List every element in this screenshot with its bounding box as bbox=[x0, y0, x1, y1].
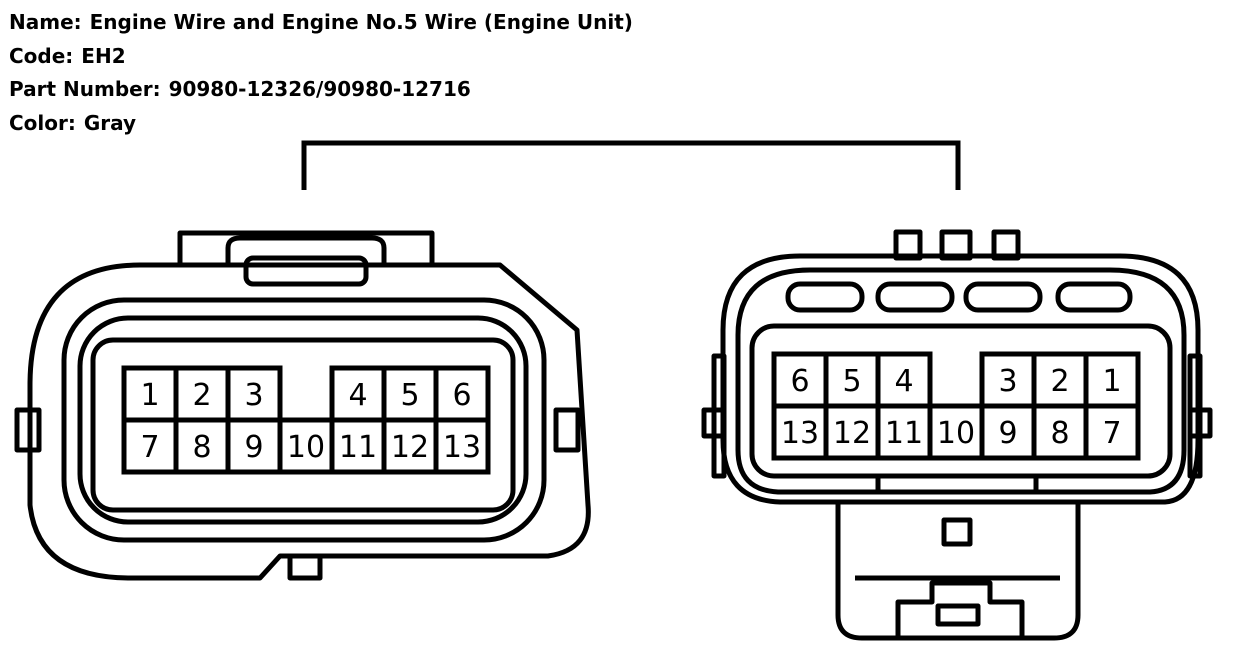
name-value: Engine Wire and Engine No.5 Wire (Engine… bbox=[89, 10, 633, 34]
right-pin-number: 6 bbox=[790, 364, 809, 399]
right-pin-number: 3 bbox=[998, 364, 1017, 399]
color-value: Gray bbox=[83, 110, 137, 135]
left-pin-number: 13 bbox=[443, 430, 481, 465]
left-housing-inner bbox=[77, 315, 529, 525]
right-bottom-latch-window bbox=[935, 603, 981, 627]
left-pin-cell bbox=[225, 417, 283, 475]
left-pin-number: 9 bbox=[244, 430, 263, 465]
right-pin-number: 1 bbox=[1102, 364, 1121, 399]
right-pin-number: 8 bbox=[1050, 416, 1069, 451]
left-pin-number: 12 bbox=[391, 430, 429, 465]
left-pin-cell bbox=[225, 365, 283, 423]
right-seal-pad-1 bbox=[785, 281, 865, 313]
name-label: Name: bbox=[9, 10, 82, 34]
part-number-value: 90980-12326/90980-12716 bbox=[168, 77, 471, 101]
left-bottom-key bbox=[287, 553, 323, 581]
right-seal-pad-4 bbox=[1055, 281, 1133, 313]
left-pin-number: 1 bbox=[140, 378, 159, 413]
left-pin-number: 6 bbox=[452, 378, 471, 413]
left-pin-cell bbox=[329, 365, 387, 423]
left-side-ear-right bbox=[553, 407, 581, 453]
left-pin-number: 3 bbox=[244, 378, 263, 413]
name-line: Name: Engine Wire and Engine No.5 Wire (E… bbox=[9, 6, 633, 40]
left-pin-cell bbox=[381, 417, 439, 475]
right-pin-cell bbox=[927, 403, 985, 461]
right-housing-frame bbox=[735, 267, 1187, 495]
right-seal-pad-2 bbox=[875, 281, 955, 313]
right-pin-number: 12 bbox=[833, 416, 871, 451]
left-housing-frame bbox=[61, 297, 547, 543]
right-pin-cell bbox=[771, 403, 829, 461]
part-number-label: Part Number: bbox=[9, 77, 161, 101]
pairing-bracket bbox=[301, 140, 961, 190]
left-pin-cell bbox=[121, 417, 179, 475]
right-pin-cell bbox=[1083, 403, 1141, 461]
right-seal-pad-3 bbox=[963, 281, 1043, 313]
left-pin-number: 2 bbox=[192, 378, 211, 413]
right-inner-frame-gap bbox=[875, 476, 1039, 490]
right-bottom-key bbox=[941, 517, 973, 547]
left-pin-cell bbox=[433, 365, 491, 423]
right-pin-number: 2 bbox=[1050, 364, 1069, 399]
right-pin-number: 4 bbox=[894, 364, 913, 399]
right-connector bbox=[701, 229, 1213, 641]
part-number-line: Part Number: 90980-12326/90980-12716 bbox=[9, 73, 633, 107]
right-pin-number: 11 bbox=[885, 416, 923, 451]
code-line: Code: EH2 bbox=[9, 40, 633, 74]
left-pin-cell bbox=[173, 417, 231, 475]
left-pin-number: 8 bbox=[192, 430, 211, 465]
right-pin-number: 5 bbox=[842, 364, 861, 399]
left-lock-latch bbox=[243, 255, 369, 287]
left-lock-tab bbox=[177, 230, 435, 265]
left-pin-number: 10 bbox=[287, 430, 325, 465]
right-pin-number: 7 bbox=[1102, 416, 1121, 451]
left-pin-number: 7 bbox=[140, 430, 159, 465]
color-label: Color: bbox=[9, 110, 76, 135]
right-pin-cell bbox=[875, 351, 933, 409]
right-pin-number: 9 bbox=[998, 416, 1017, 451]
left-connector bbox=[14, 230, 591, 581]
right-bottom-latch bbox=[895, 580, 1025, 638]
right-pin-number: 10 bbox=[937, 416, 975, 451]
code-value: EH2 bbox=[81, 43, 126, 68]
left-pin-number: 4 bbox=[348, 378, 367, 413]
code-label: Code: bbox=[9, 43, 74, 68]
left-pin-number: 11 bbox=[339, 430, 377, 465]
left-housing-outer bbox=[27, 262, 591, 581]
connector-info: Name: Engine Wire and Engine No.5 Wire (E… bbox=[9, 6, 633, 140]
right-inner-frame bbox=[749, 323, 1173, 479]
color-line: Color: Gray bbox=[9, 107, 633, 141]
right-bottom-skirt bbox=[835, 502, 1081, 641]
right-pin-number: 13 bbox=[781, 416, 819, 451]
left-pin-number: 5 bbox=[400, 378, 419, 413]
right-housing-outer bbox=[720, 253, 1201, 505]
left-pin-cell bbox=[433, 417, 491, 475]
left-cavity-block bbox=[90, 337, 516, 513]
left-lock-tab-inner bbox=[225, 235, 387, 265]
